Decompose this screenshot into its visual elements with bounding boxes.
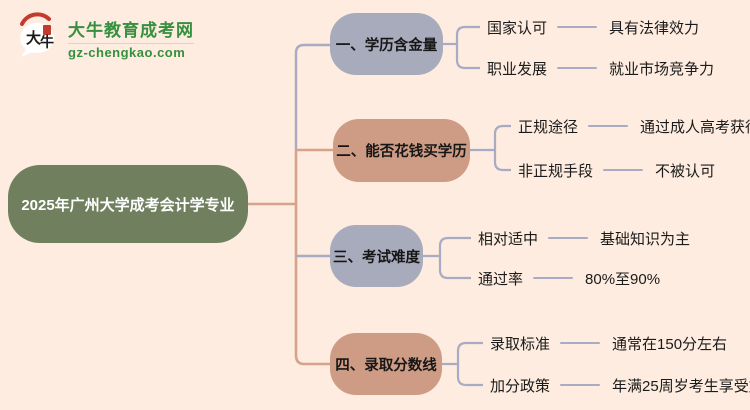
branch-node-4: 四、录取分数线: [330, 333, 442, 395]
branch-node-3: 三、考试难度: [330, 225, 423, 287]
branch-node-1: 一、学历含金量: [330, 13, 443, 75]
leaf-label: 通常在150分左右: [612, 335, 728, 353]
branch1-row2: 职业发展 就业市场竞争力: [487, 56, 714, 80]
branch4-row1: 录取标准 通常在150分左右: [490, 331, 727, 355]
leaf-label: 就业市场竞争力: [609, 60, 715, 78]
central-topic-node: 2025年广州大学成考会计学专业: [8, 165, 248, 243]
branch2-row2: 非正规手段 不被认可: [518, 158, 715, 182]
leaf-label: 具有法律效力: [609, 19, 700, 37]
branch3-row2: 通过率 80%至90%: [478, 266, 660, 290]
sub-topic-label: 正规途径: [518, 118, 579, 136]
leaf-label: 不被认可: [655, 162, 716, 180]
branch-node-2: 二、能否花钱买学历: [333, 119, 470, 182]
logo-bubble-icon: 大 牛: [14, 12, 60, 63]
sub-topic-label: 通过率: [478, 270, 524, 288]
leaf-connector-dash: [557, 66, 598, 70]
leaf-connector-dash: [588, 124, 629, 128]
leaf-connector-dash: [548, 236, 589, 240]
branch2-row1: 正规途径 通过成人高考获得: [518, 114, 750, 138]
logo-domain: gz-chengkao.com: [68, 44, 186, 60]
logo-divider: [68, 42, 194, 44]
logo-title: 大牛教育成考网: [68, 20, 194, 40]
branch4-row2: 加分政策 年满25周岁考生享受加分: [490, 373, 750, 397]
leaf-connector-dash: [603, 168, 644, 172]
leaf-label: 80%至90%: [585, 270, 661, 288]
leaf-connector-dash: [533, 276, 574, 280]
branch3-row1: 相对适中 基础知识为主: [478, 226, 690, 250]
leaf-connector-dash: [560, 341, 601, 345]
leaf-connector-dash: [557, 25, 598, 29]
svg-text:大: 大: [26, 29, 41, 47]
site-logo: 大 牛 大牛教育成考网 gz-chengkao.com: [14, 12, 194, 63]
sub-topic-label: 录取标准: [490, 335, 551, 353]
leaf-label: 通过成人高考获得: [640, 118, 750, 136]
svg-text:牛: 牛: [40, 34, 54, 51]
leaf-connector-dash: [560, 383, 601, 387]
sub-topic-label: 职业发展: [487, 60, 548, 78]
sub-topic-label: 非正规手段: [518, 162, 594, 180]
leaf-label: 基础知识为主: [600, 230, 691, 248]
sub-topic-label: 国家认可: [487, 19, 548, 37]
sub-topic-label: 加分政策: [490, 377, 551, 395]
branch1-row1: 国家认可 具有法律效力: [487, 15, 699, 39]
leaf-label: 年满25周岁考生享受加分: [612, 377, 750, 395]
sub-topic-label: 相对适中: [478, 230, 539, 248]
